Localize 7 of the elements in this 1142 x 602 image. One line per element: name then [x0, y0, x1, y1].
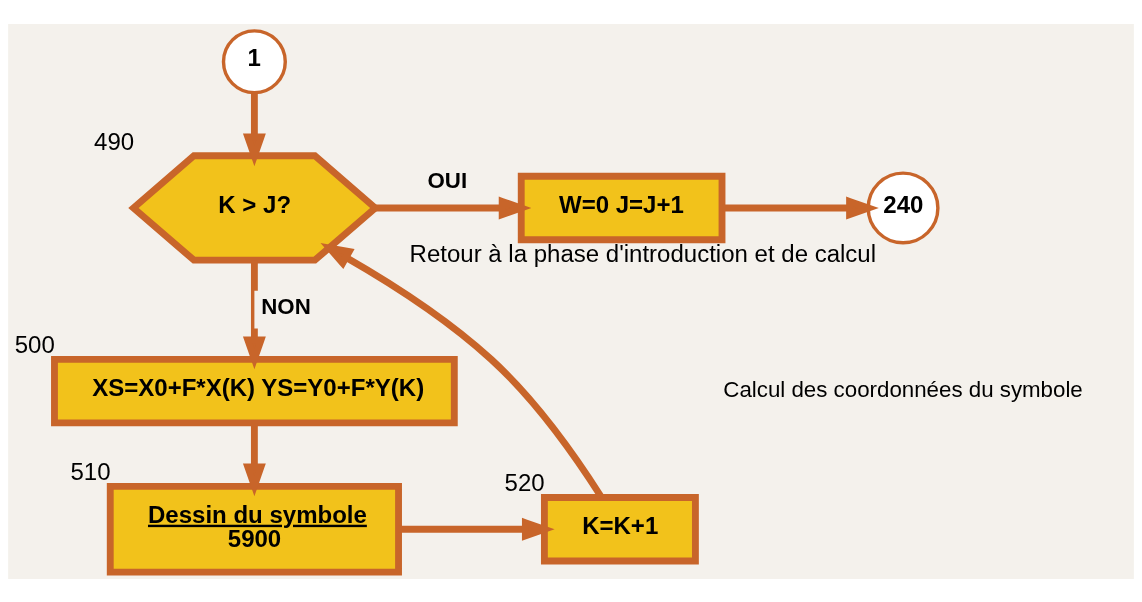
node-label: 500 [14, 330, 55, 358]
node-label: 490 [94, 127, 135, 155]
label: Calcul des coordonnées du symbole [723, 376, 1083, 402]
node-label: 510 [70, 457, 111, 485]
edge-label: NON [261, 293, 311, 319]
node-label: 520 [504, 468, 545, 496]
edge-label: OUI [427, 167, 468, 193]
